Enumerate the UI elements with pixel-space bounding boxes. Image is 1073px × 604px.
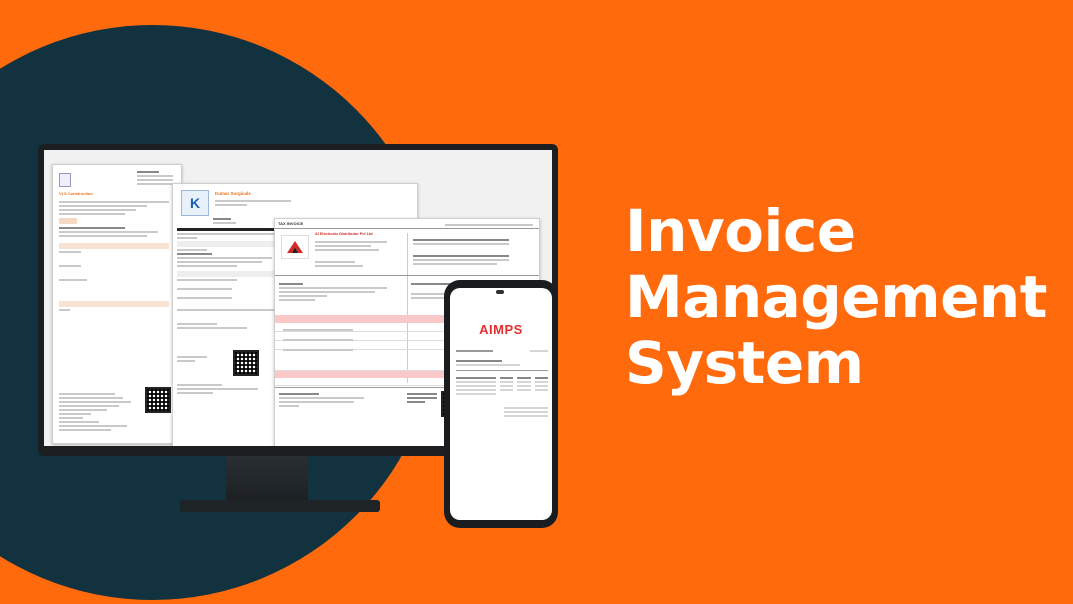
invoice-document-1: VLS Construction: [52, 164, 182, 444]
app-title: AIMPS: [479, 322, 523, 337]
doc2-logo-icon: K: [181, 190, 209, 216]
smartphone: AIMPS: [444, 280, 558, 528]
doc1-company-name: VLS Construction: [59, 191, 93, 196]
doc3-header: TAX INVOICE: [278, 221, 304, 226]
doc2-qr-code-icon: [233, 350, 259, 376]
headline-line-2: Management: [625, 263, 1047, 331]
monitor-neck: [226, 456, 308, 504]
headline-line-1: Invoice: [625, 197, 856, 265]
doc3-company-name: AI Electronic Distributor Pvt Ltd: [315, 232, 373, 236]
doc1-qr-code-icon: [145, 387, 171, 413]
monitor-base: [180, 500, 380, 512]
headline: Invoice Management System: [625, 198, 1047, 396]
phone-screen: AIMPS: [450, 288, 552, 520]
doc2-company-name: Kumar Surgicals: [215, 191, 251, 196]
headline-line-3: System: [625, 329, 864, 397]
doc1-logo-icon: [59, 173, 71, 187]
phone-invoice-preview: [456, 348, 548, 444]
phone-camera: [496, 290, 504, 294]
doc3-logo-icon: [281, 235, 309, 259]
